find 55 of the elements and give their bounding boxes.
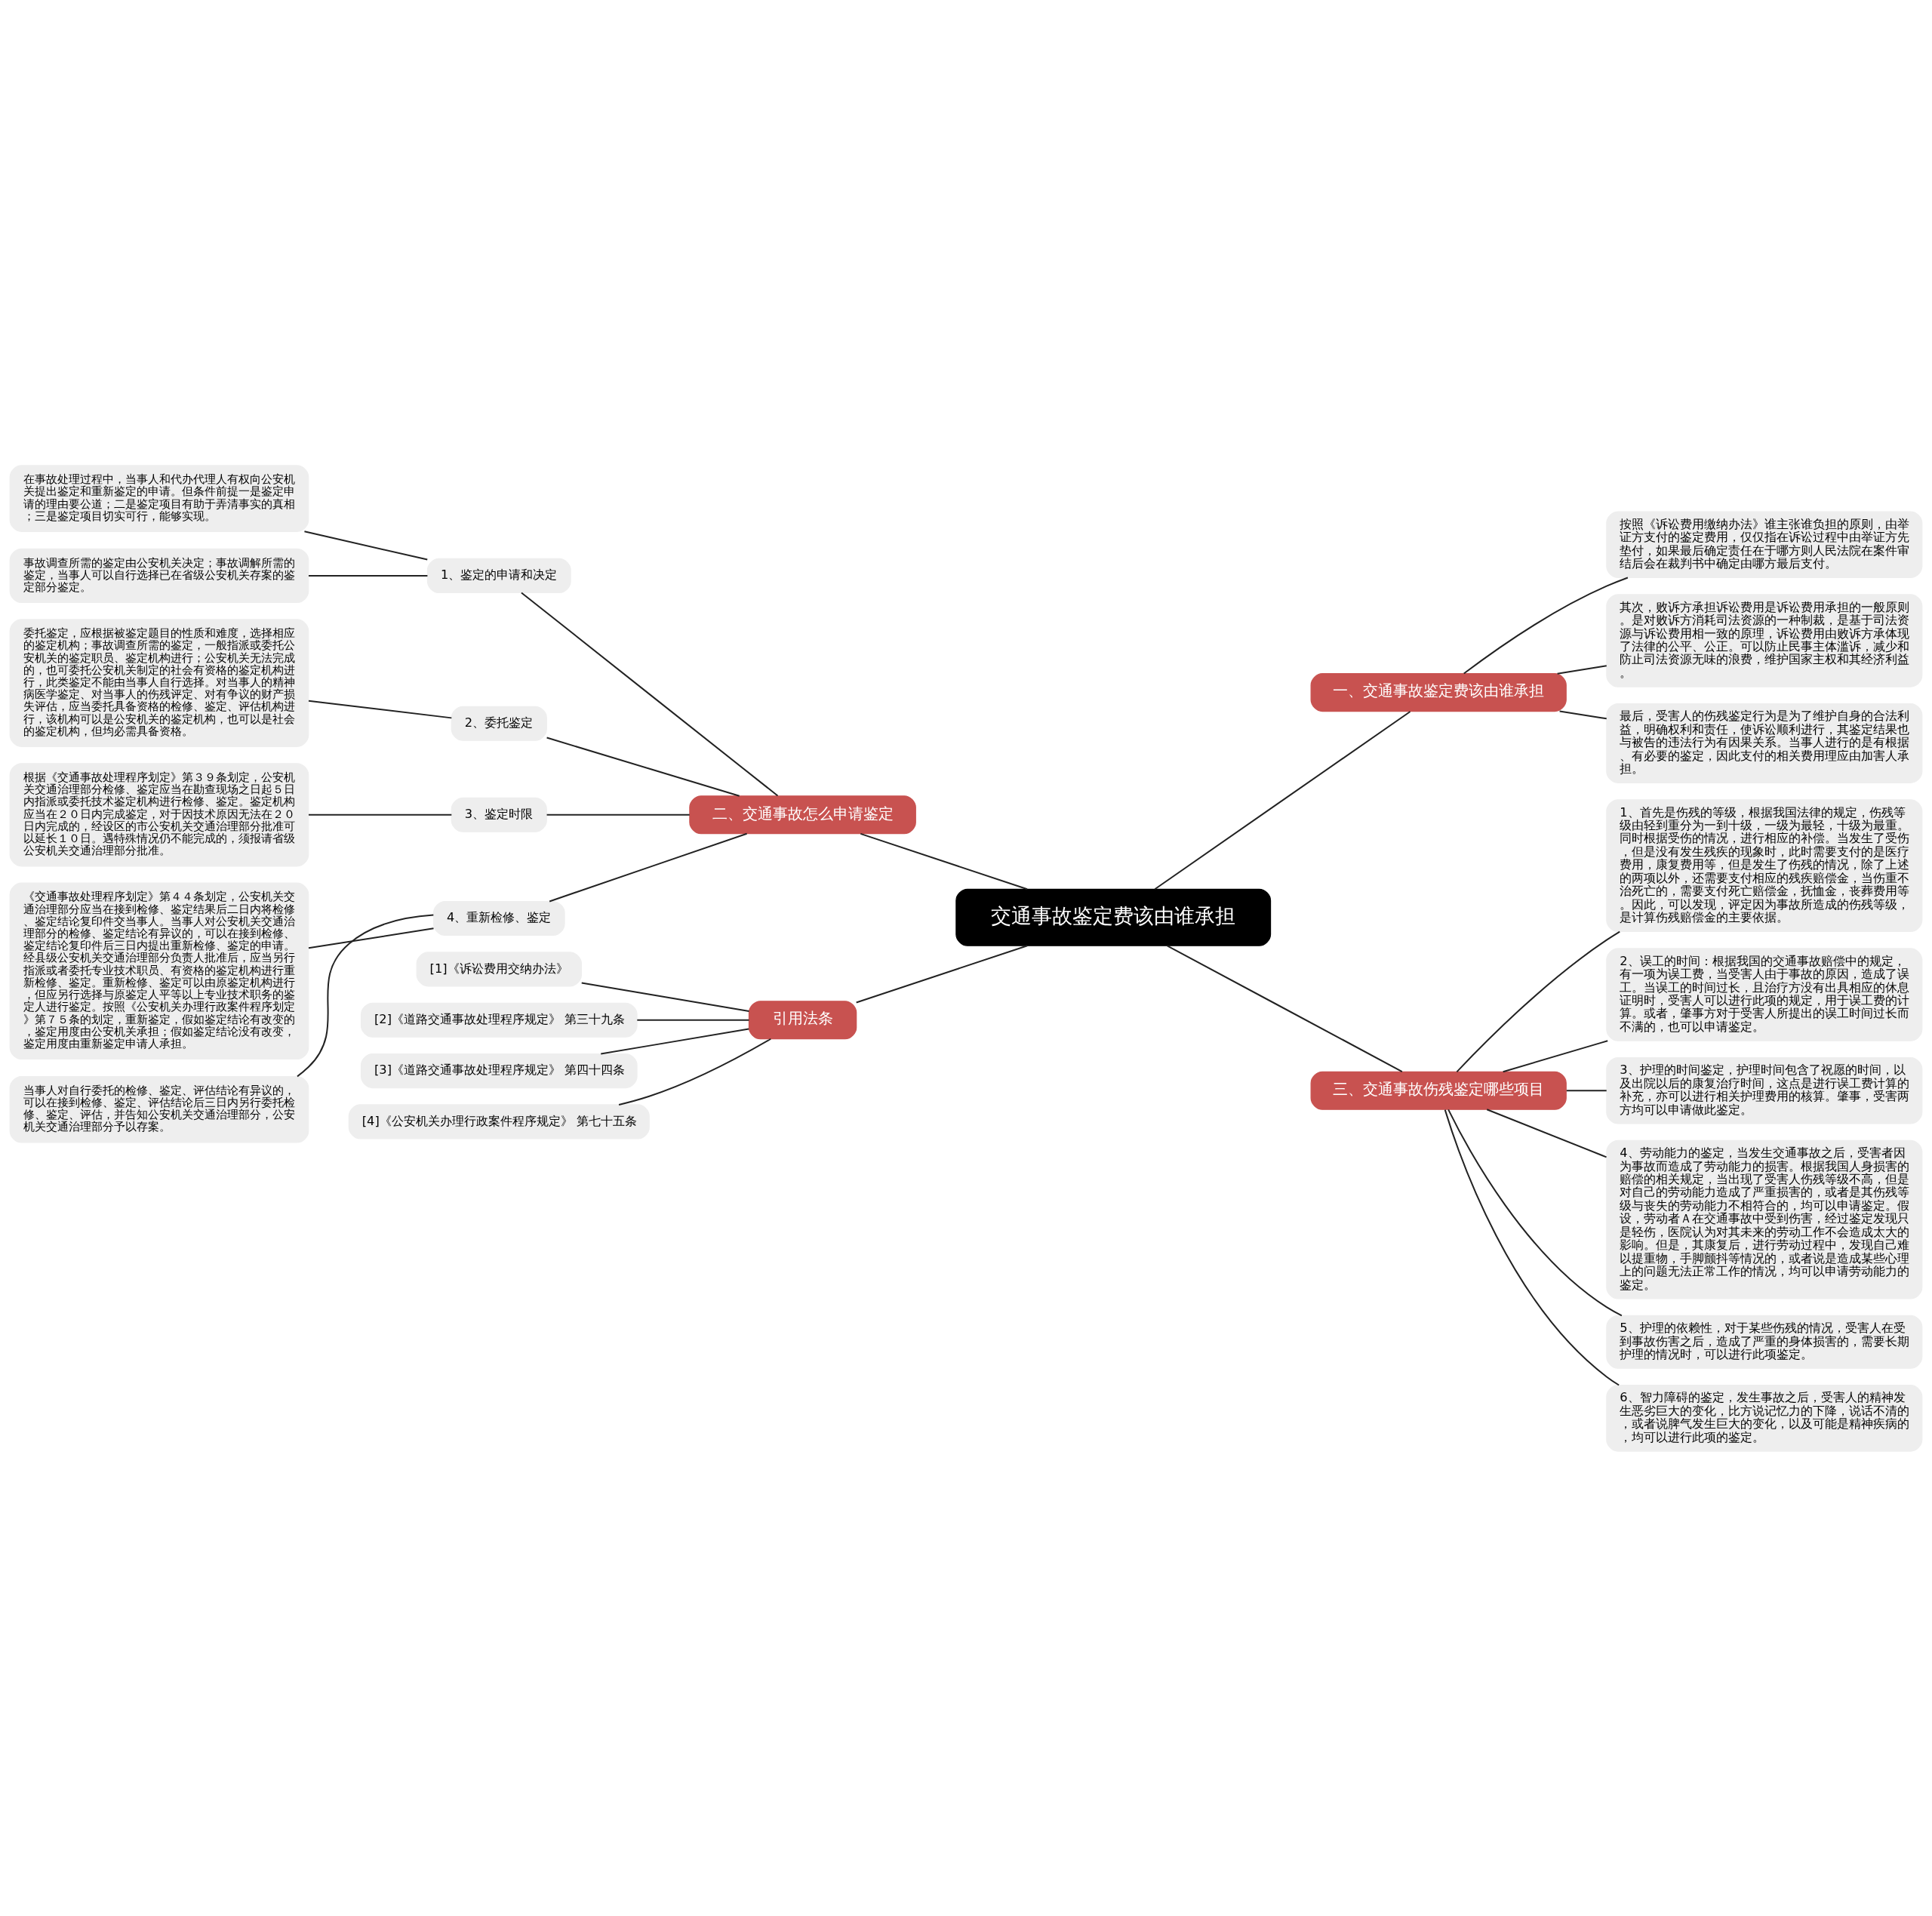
connector (580, 982, 750, 1012)
connector (1556, 664, 1607, 675)
connector (855, 944, 1029, 1003)
node-box: 1、首先是伤残的等级，根据我国法律的规定，伤残等级由轻到重分为一到十级，一级为最轻，十级为最重。同时根据受伤的情况，进行相应的补偿。当发生了受伤，但是没有发生残疾的现象时，此时需要支付的是医疗费用，康复费用等，但是发生了伤残的情况，除了上述的两项以外，还需要支付相应的残疾赔偿金，当伤重不治死亡的，需要支付死亡赔偿金，抚恤金，丧葬费用等。因此，可以发现，评定因为事故所造成的伤残等级，是计算伤残赔偿金的主要依据。 (1606, 798, 1923, 932)
node-box: 5、护理的依赖性，对于某些伤残的情况，受害人在受到事故伤害之后，造成了严重的身体损害的，需要长期护理的情况时，可以进行此项鉴定。 (1606, 1315, 1923, 1369)
node-box: 3、鉴定时限 (451, 797, 547, 832)
connector (1502, 1039, 1609, 1072)
connector (1166, 944, 1403, 1072)
node-box: 1、鉴定的申请和决定 (426, 558, 571, 593)
node-box: 在事故处理过程中，当事人和代办代理人有权向公安机关提出鉴定和重新鉴定的申请。但条件前提一是鉴定申请的理由要公道；二是鉴定项目有助于弄清事实的真相；三是鉴定项目切实可行，能够实现。 (9, 464, 309, 532)
node-box: 2、委托鉴定 (451, 706, 547, 741)
node-box: 三、交通事故伤残鉴定哪些项目 (1310, 1071, 1567, 1110)
connector (546, 813, 691, 816)
connector (297, 914, 435, 1077)
connector (303, 530, 429, 560)
node-box: 委托鉴定，应根据被鉴定题目的性质和难度，选择相应的鉴定机构；事故调查所需的鉴定，一般指派或委托公安机关的鉴定职员、鉴定机构进行；公安机关无法完成的，也可委托公安机关制定的社会有资格的鉴定机构进行，此类鉴定不能由当事人自行选择。对当事人的精神病医学鉴定、对当事人的伤残评定、对有争议的财产损失评估，应当委托具备资格的检修、鉴定、评估机构进行，该机构可以是公安机关的鉴定机构，也可以是社会的鉴定机构，但均必需具备资格。 (9, 618, 309, 747)
connector (1463, 576, 1629, 674)
node-box: 二、交通事故怎么申请鉴定 (689, 795, 916, 834)
connector (307, 813, 453, 816)
node-box: 当事人对自行委托的检修、鉴定、评估结论有异议的，可以在接到检修、鉴定、评估结论后三日内另行委托检修、鉴定、评估，并告知公安机关交通治理部分，公安机关交通治理部分予以存案。 (9, 1075, 309, 1143)
node-box: 2、误工的时间：根据我国的交通事故赔偿中的规定，有一项为误工费，当受害人由于事故的原因，造成了误工。当误工的时间过长，且治疗方没有出具相应的休息证明时，受害人可以进行此项的规定，用于误工费的计算。或者，肇事方对于受害人所提出的误工时间过长而不满的，也可以申请鉴定。 (1606, 947, 1923, 1041)
node-box: 3、护理的时间鉴定，护理时间包含了祝愿的时间，以及出院以后的康复治疗时间，这点是进行误工费计算的补充，亦可以进行相关护理费用的核算。肇事，受害两方均可以申请做此鉴定。 (1606, 1056, 1923, 1124)
connector (1447, 1108, 1623, 1316)
connector (546, 737, 740, 797)
connector (1486, 1108, 1607, 1158)
node-box: [3]《道路交通事故处理程序规定》 第四十四条 (360, 1053, 638, 1088)
node-box: 一、交通事故鉴定费该由谁承担 (1310, 672, 1567, 712)
connector (860, 832, 1029, 890)
connector (1456, 930, 1621, 1072)
connector (307, 700, 453, 718)
node-box: 4、劳动能力的鉴定，当发生交通事故之后，受害者因为事故而造成了劳动能力的损害。根据我国人身损害的赔偿的相关规定，当出现了受害人伤残等级不高，但是对自己的劳动能力造成了严重损害的，或者是其伤残等级与丧失的劳动能力不相符合的，均可以申请鉴定。假设，劳动者Ａ在交通事故中受到伤害，经过鉴定发现只是轻伤，医院认为对其未来的劳动工作不会造成太大的影响。但是，其康复后，进行劳动过程中，发现自己难以提重物，手脚颤抖等情况的，或者说是造成某些心理上的问题无法正常工作的情况，均可以申请劳动能力的鉴定。 (1606, 1139, 1923, 1299)
connector (520, 591, 779, 797)
node-box: 最后，受害人的伤残鉴定行为是为了维护自身的合法利益，明确权利和责任，使诉讼顺利进行，其鉴定结果也与被告的违法行为有因果关系。当事人进行的是有根据、有必要的鉴定，因此支付的相关费用理应由加害人承担。 (1606, 703, 1923, 783)
node-box: 引用法条 (748, 1000, 857, 1039)
connector (307, 574, 429, 577)
connector (1154, 710, 1411, 890)
node-box: 《交通事故处理程序划定》第４４条划定，公安机关交通治理部分应当在接到检修、鉴定结果后二日内将检修、鉴定结论复印件交当事人。当事人对公安机关交通治理部分的检修、鉴定结论有异议的，可以在接到检修、鉴定结论复印件后三日内提出重新检修、鉴定的申请。经县级公安机关交通治理部分负责人批准后，应当另行指派或者委托专业技术职员、有资格的鉴定机构进行重新检修、鉴定。重新检修、鉴定可以由原鉴定机构进行，但应另行选择与原鉴定人平等以上专业技术职务的鉴定人进行鉴定。按照《公安机关办理行政案件程序划定》第７５条的划定，重新鉴定，假如鉴定结论有改变的，鉴定用度由公安机关承担；假如鉴定结论没有改变，鉴定用度由重新鉴定申请人承担。 (9, 882, 309, 1059)
node-box: 按照《诉讼费用缴纳办法》谁主张谁负担的原则，由举证方支付的鉴定费用，仅仅指在诉讼过程中由举证方先垫付，如果最后确定责任在于哪方则人民法院在案件审结后会在裁判书中确定由哪方最后支付。 (1606, 511, 1923, 578)
node-box: 4、重新检修、鉴定 (432, 900, 565, 936)
node-box: 根据《交通事故处理程序划定》第３９条划定，公安机关交通治理部分检修、鉴定应当在勘查现场之日起５日内指派或委托技术鉴定机构进行检修、鉴定。鉴定机构应当在２０日内完成鉴定，对于因技术原因无法在２０日内完成的，经设区的市公安机关交通治理部分批准可以延长１０日。遇特殊情况仍不能完成的，须报请省级公安机关交通治理部分批准。 (9, 762, 309, 866)
connector (1558, 710, 1607, 719)
node-box: 交通事故鉴定费该由谁承担 (955, 888, 1272, 946)
node-box: [1]《诉讼费用交纳办法》 (416, 951, 583, 986)
connector (307, 927, 435, 949)
connector (1444, 1109, 1620, 1385)
connector (618, 1038, 772, 1106)
node-box: 其次，败诉方承担诉讼费用是诉讼费用承担的一般原则。是对败诉方消耗司法资源的一种制裁，是基于司法资源与诉讼费用相一致的原理，诉讼费用由败诉方承体现了法律的公平、公正。可以防止民事主体滥诉，减少和防止司法资源无味的浪费，维护国家主权和其经济利益。 (1606, 593, 1923, 687)
connector (1565, 1089, 1607, 1091)
node-box: 6、智力障碍的鉴定，发生事故之后，受害人的精神发生恶劣巨大的变化，比方说记忆力的下降，说话不清的，或者说脾气发生巨大的变化，以及可能是精神疾病的，均可以进行此项的鉴定。 (1606, 1384, 1923, 1452)
connector (600, 1028, 750, 1055)
node-box: [2]《道路交通事故处理程序规定》 第三十九条 (360, 1002, 638, 1038)
node-box: 事故调查所需的鉴定由公安机关决定；事故调解所需的鉴定，当事人可以自行选择已在省级公安机关存案的鉴定部分鉴定。 (9, 548, 309, 603)
connector (636, 1019, 750, 1021)
node-box: [4]《公安机关办理行政案件程序规定》 第七十五条 (348, 1103, 650, 1139)
connector (549, 832, 748, 902)
